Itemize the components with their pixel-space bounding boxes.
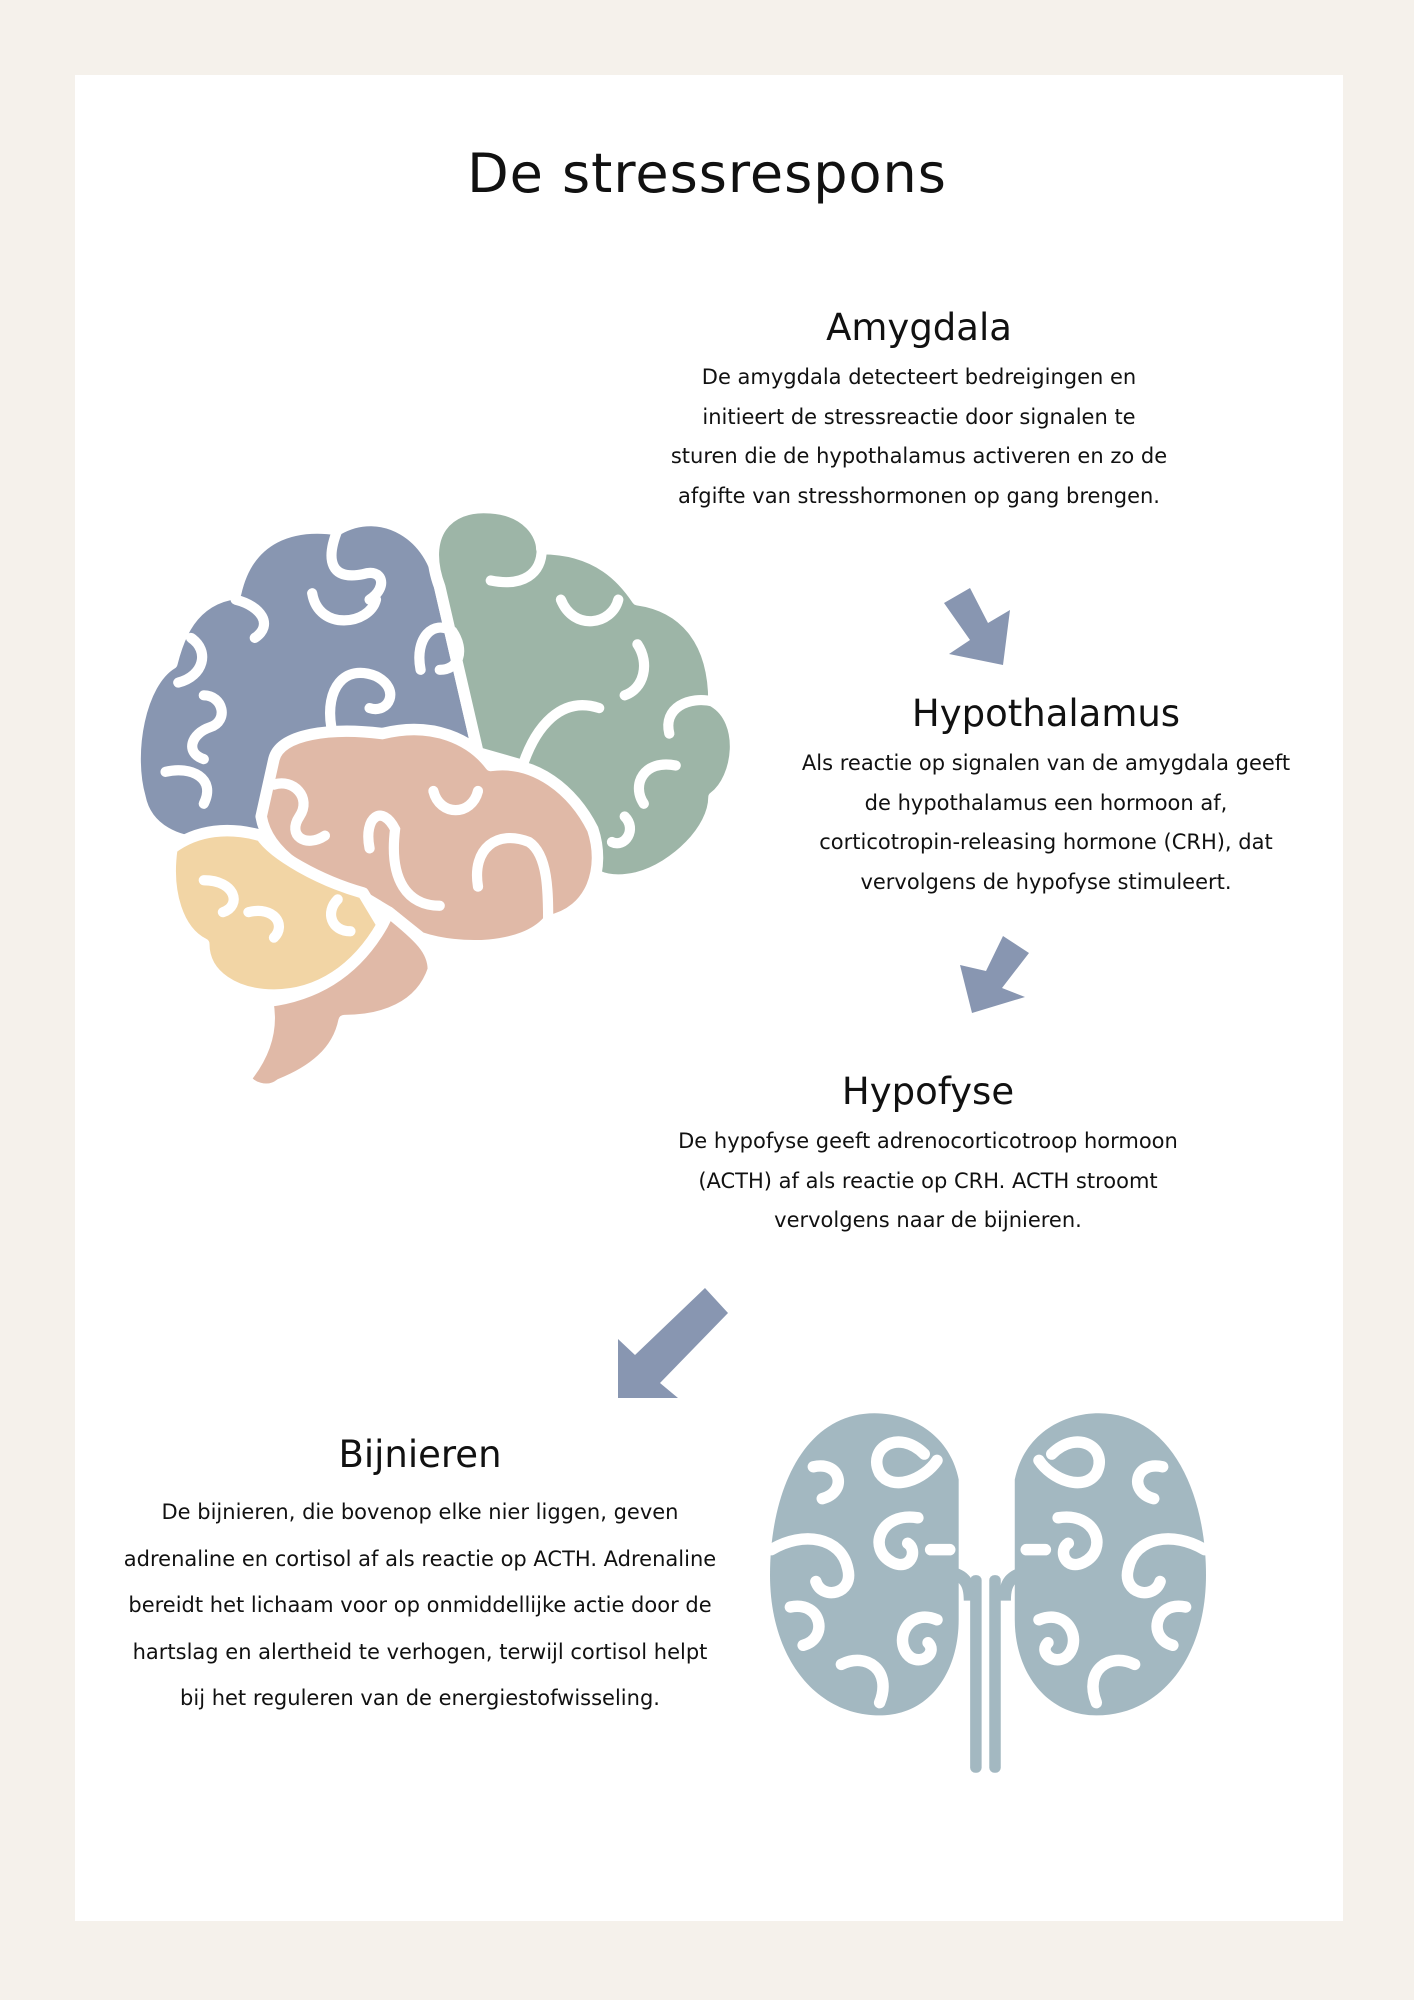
- brain-lobe-parietal: [427, 504, 737, 886]
- section-body: De amygdala detecteert bedreigingen en i…: [670, 365, 1168, 508]
- kidney-swirls: [770, 1436, 1206, 1709]
- page-title: De stressrespons: [467, 142, 947, 205]
- section-body: De hypofyse geeft adrenocorticotroop hor…: [678, 1129, 1178, 1232]
- kidney-left: [770, 1413, 959, 1716]
- brain-illustration: [131, 504, 737, 1092]
- section-body: De bijnieren, die bovenop elke nier ligg…: [123, 1500, 717, 1710]
- section-body: Als reactie op signalen van de amygdala …: [801, 751, 1291, 894]
- ureter-left: [970, 1575, 982, 1773]
- section-heading: Hypothalamus: [911, 692, 1181, 735]
- section-heading: Bijnieren: [338, 1433, 502, 1476]
- kidneys-illustration: [770, 1413, 1206, 1773]
- arrow-down-left-icon: [618, 1288, 728, 1398]
- section-heading: Hypofyse: [841, 1070, 1015, 1113]
- section-hypothalamus: Hypothalamus Als reactie op signalen van…: [796, 690, 1296, 902]
- arrow-down-left-icon: [960, 936, 1029, 1013]
- section-hypofyse: Hypofyse De hypofyse geeft adrenocortico…: [660, 1068, 1196, 1241]
- ureter-right: [989, 1575, 1001, 1773]
- section-amygdala: Amygdala De amygdala detecteert bedreigi…: [666, 304, 1172, 516]
- section-heading: Amygdala: [826, 306, 1012, 349]
- arrow-down-right-icon: [944, 588, 1010, 665]
- brain-stem: [240, 906, 440, 1092]
- section-bijnieren: Bijnieren De bijnieren, die bovenop elke…: [122, 1431, 718, 1722]
- brain-lobe-frontal: [131, 514, 484, 848]
